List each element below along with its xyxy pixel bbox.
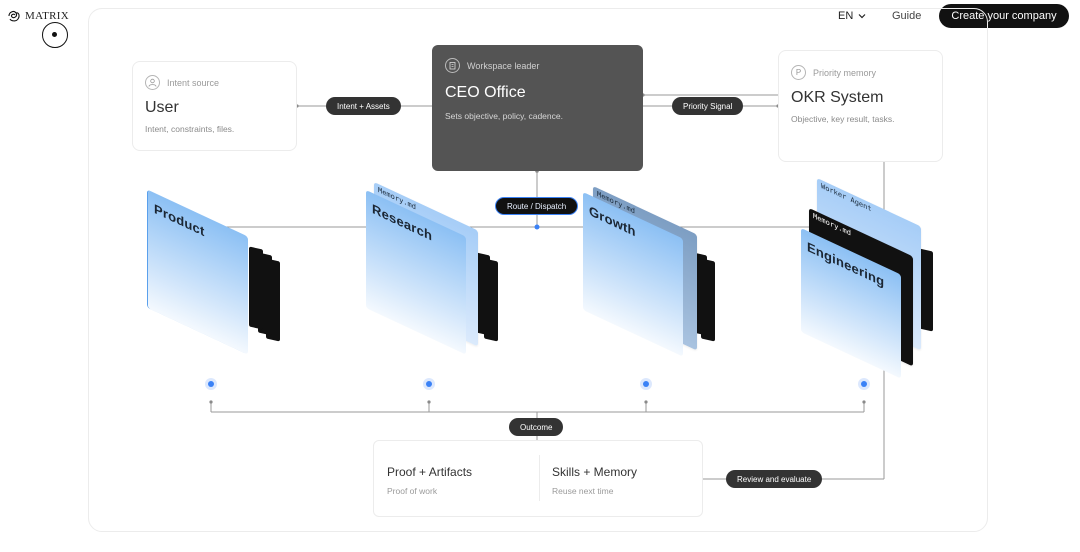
priority-p-icon: P (791, 65, 806, 80)
intent-assets-pill: Intent + Assets (326, 97, 401, 115)
okr-subtitle: Objective, key result, tasks. (791, 114, 895, 124)
review-evaluate-pill: Review and evaluate (726, 470, 823, 488)
agent-status-dot (861, 381, 867, 387)
worker-agent-label: Worker Agent (821, 181, 872, 214)
agent-status-dot (426, 381, 432, 387)
guide-link[interactable]: Guide (892, 10, 922, 22)
proof-title: Proof + Artifacts (387, 465, 473, 479)
building-icon (445, 58, 460, 73)
okr-system-card[interactable]: P Priority memory OKR System Objective, … (778, 50, 943, 162)
department-growth[interactable]: Memory.md Growth (583, 186, 723, 357)
skills-title: Skills + Memory (552, 465, 638, 479)
agent-status-dot (208, 381, 214, 387)
divider (539, 455, 540, 501)
diagram-frame (88, 8, 988, 532)
agent-status-dot (643, 381, 649, 387)
department-face: Product (148, 190, 248, 355)
ceo-eyebrow: Workspace leader (467, 60, 540, 71)
user-icon (145, 75, 160, 90)
user-title: User (145, 99, 179, 116)
skills-subtitle: Reuse next time (552, 486, 614, 496)
user-card[interactable]: Intent source User Intent, constraints, … (132, 61, 297, 151)
chevron-down-icon (858, 14, 866, 19)
ceo-subtitle: Sets objective, policy, cadence. (445, 111, 563, 121)
outcome-card[interactable]: Proof + Artifacts Proof of work Skills +… (373, 440, 703, 517)
language-selector[interactable]: EN (838, 10, 866, 22)
proof-subtitle: Proof of work (387, 486, 438, 496)
proof-column: Proof + Artifacts Proof of work (387, 465, 472, 496)
cursor-indicator (42, 22, 68, 48)
outcome-pill: Outcome (509, 418, 564, 436)
ceo-title: CEO Office (445, 84, 526, 101)
okr-title: OKR System (791, 89, 884, 106)
department-face: Research (366, 190, 466, 355)
department-product[interactable]: Product (148, 190, 288, 360)
department-name: Product (154, 200, 205, 240)
skills-column: Skills + Memory Reuse next time (552, 465, 637, 496)
department-face: Growth (583, 192, 683, 357)
department-research[interactable]: Memory.md Research (366, 182, 506, 355)
matrix-logo-icon (8, 11, 20, 22)
user-eyebrow: Intent source (167, 77, 220, 88)
language-label: EN (838, 10, 854, 22)
priority-signal-pill: Priority Signal (672, 97, 744, 115)
department-engineering[interactable]: Worker Agent Memory.md Engineering (801, 178, 941, 379)
okr-eyebrow: Priority memory (813, 67, 877, 78)
user-subtitle: Intent, constraints, files. (145, 124, 235, 134)
route-dispatch-pill: Route / Dispatch (495, 197, 579, 215)
brand-name: MATRIX (25, 10, 69, 22)
brand-logo[interactable]: MATRIX (7, 9, 69, 23)
ceo-office-card[interactable]: Workspace leader CEO Office Sets objecti… (432, 45, 643, 171)
